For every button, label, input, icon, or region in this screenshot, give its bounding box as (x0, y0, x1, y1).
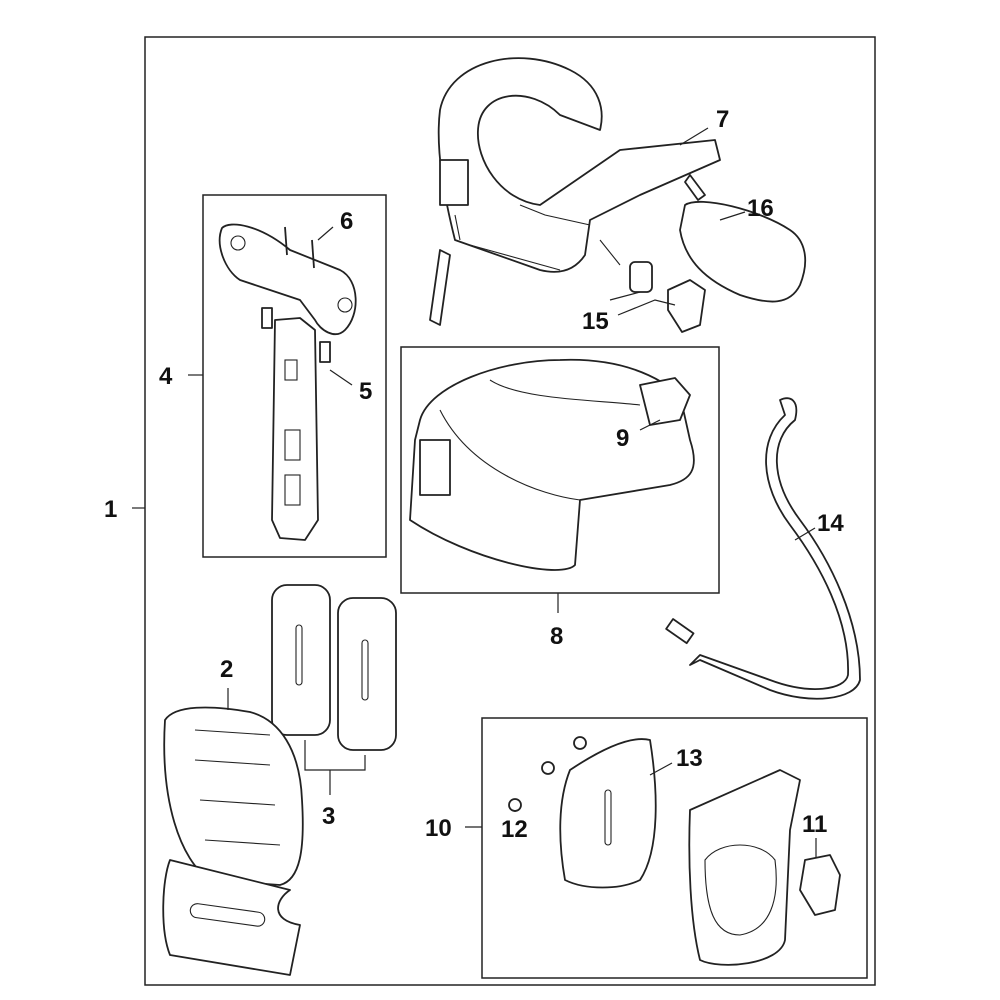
callout-13: 13 (676, 745, 703, 772)
callout-10: 10 (425, 815, 452, 842)
part-16-clip (684, 174, 706, 201)
part-11-clip (799, 854, 841, 916)
part-2-belt-plate (162, 859, 301, 976)
callout-3: 3 (322, 803, 335, 830)
part-10-mount (688, 769, 801, 966)
part-5-spacer (261, 307, 273, 329)
part-14-strap (689, 397, 861, 700)
part-6-screw (284, 226, 288, 256)
part-12-screw (508, 798, 522, 812)
part-6-plate (218, 223, 357, 335)
part-2-backplate (163, 706, 304, 886)
callout-6: 6 (340, 208, 353, 235)
part-16-pad (679, 201, 807, 303)
part-3-pad (337, 597, 397, 751)
callout-7: 7 (716, 106, 729, 133)
part-14-buckle (665, 618, 695, 645)
part-15-buckle (629, 261, 653, 293)
callout-12: 12 (501, 816, 528, 843)
leader-lines (132, 127, 817, 858)
callout-8: 8 (550, 623, 563, 650)
callout-15: 15 (582, 308, 609, 335)
part-6-screw (311, 239, 315, 269)
part-12-screw (541, 761, 555, 775)
part-8-waist-belt (409, 358, 695, 571)
callout-11: 11 (802, 811, 827, 838)
callout-1: 1 (104, 496, 117, 523)
assembly-frame-1 (144, 36, 876, 986)
callout-5: 5 (359, 378, 372, 405)
callout-4: 4 (159, 363, 173, 390)
part-3-pad (271, 584, 331, 736)
callout-2: 2 (220, 656, 233, 683)
part-4-rail (271, 317, 319, 541)
part-7-shoulder-harness (429, 57, 721, 326)
subassembly-frame-4 (202, 194, 387, 558)
subassembly-frame-10 (481, 717, 868, 979)
callout-9: 9 (616, 425, 629, 452)
part-9-buckle (639, 377, 691, 426)
subassembly-frame-8 (400, 346, 720, 594)
callout-16: 16 (747, 195, 774, 222)
part-13-cover (559, 738, 657, 889)
part-15-plate (667, 279, 706, 333)
part-5-spacer (319, 341, 331, 363)
part-12-screw (573, 736, 587, 750)
callout-14: 14 (817, 510, 844, 537)
